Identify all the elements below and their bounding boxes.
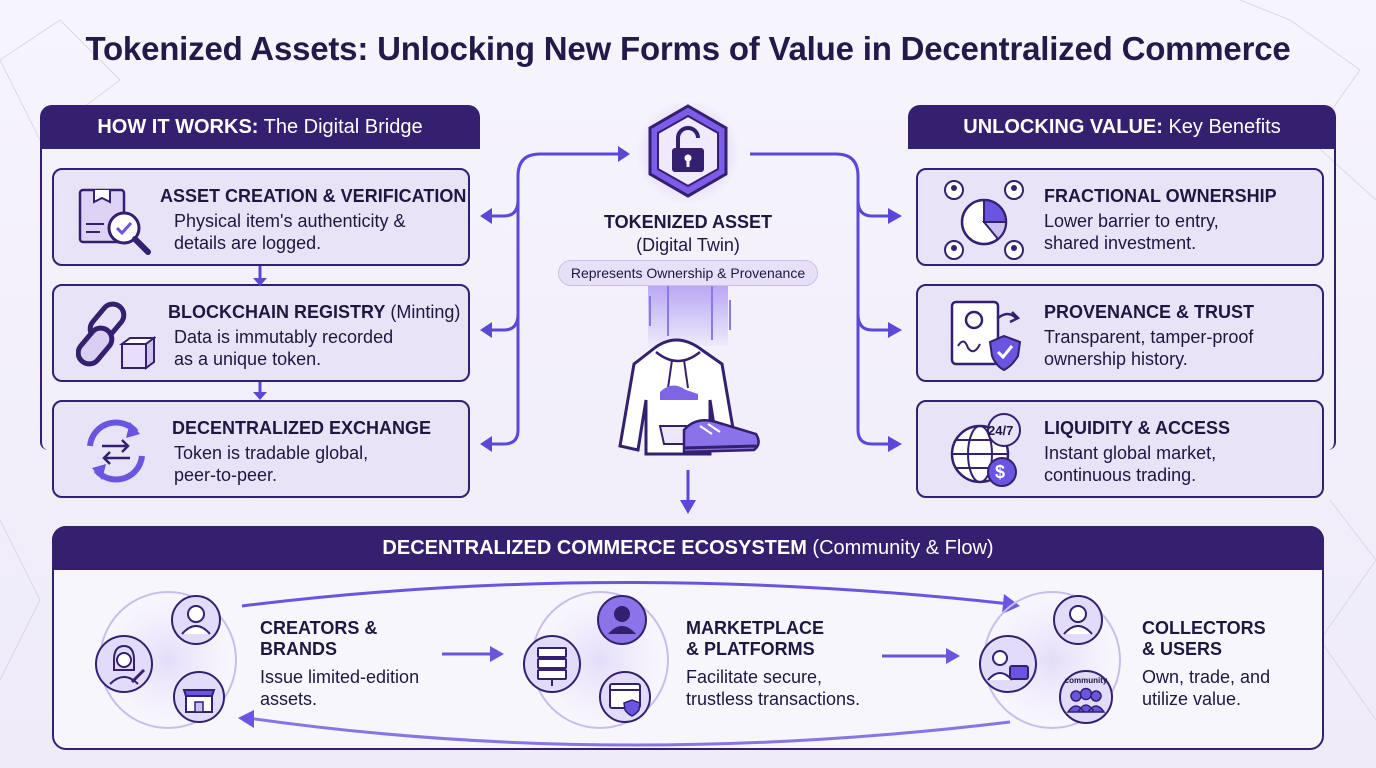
step-desc-line1: Token is tradable global,: [174, 443, 369, 463]
step-title: ASSET CREATION & VERIFICATION: [160, 186, 467, 206]
node-title-line1: COLLECTORS: [1142, 618, 1266, 638]
step-card-decentralized-exchange: DECENTRALIZED EXCHANGE Token is tradable…: [52, 400, 470, 498]
hoodie-sneaker-icon: [618, 338, 760, 456]
step-down-arrows: [253, 266, 267, 400]
right-panel-header: UNLOCKING VALUE: Key Benefits: [908, 105, 1336, 149]
step-desc-line2: peer-to-peer.: [174, 465, 278, 485]
center-title: TOKENIZED ASSET: [603, 212, 773, 232]
step-desc-line1: Data is immutably recorded: [174, 327, 394, 347]
node-desc-line1: Issue limited-edition: [260, 667, 420, 687]
ecosystem-node-collectors: COLLECTORS & USERS Own, trade, and utili…: [1142, 618, 1270, 710]
browser-shield-icon: [599, 671, 651, 723]
right-header-rest: Key Benefits: [1162, 116, 1281, 138]
creator-avatar-icon: [95, 635, 153, 693]
center-badge: Represents Ownership & Provenance: [558, 260, 818, 286]
benefit-desc-line2: shared investment.: [1044, 233, 1197, 253]
community-tag: community: [1064, 676, 1108, 685]
left-header-rest: The Digital Bridge: [258, 116, 423, 138]
person-icon: [1053, 595, 1103, 645]
left-panel-header: HOW IT WORKS: The Digital Bridge: [40, 105, 480, 149]
benefit-card-liquidity-access: 24/7 $ LIQUIDITY & ACCESS Instant global…: [916, 400, 1324, 498]
wallet-user-icon: [979, 635, 1037, 693]
benefit-desc-line2: continuous trading.: [1044, 465, 1197, 485]
step-card-blockchain-registry: BLOCKCHAIN REGISTRY (Minting) Data is im…: [52, 284, 470, 382]
node-title-line2: & PLATFORMS: [686, 639, 815, 659]
chain-link-icon: [76, 301, 156, 370]
node-desc-line1: Facilitate secure,: [686, 667, 823, 687]
ecosystem-header: DECENTRALIZED COMMERCE ECOSYSTEM (Commun…: [52, 526, 1324, 570]
step-title-main: BLOCKCHAIN REGISTRY: [168, 302, 386, 322]
step-title: DECENTRALIZED EXCHANGE: [172, 418, 432, 438]
pie-chart-people-icon: [944, 180, 1024, 260]
storefront-icon: [173, 671, 225, 723]
step-desc-line2: details are logged.: [174, 233, 322, 253]
community-group-icon: [1059, 670, 1113, 724]
node-desc-line2: utilize value.: [1142, 689, 1242, 709]
document-magnifier-icon: [78, 188, 151, 255]
left-header-bold: HOW IT WORKS:: [97, 116, 259, 138]
right-header-bold: UNLOCKING VALUE:: [963, 116, 1163, 138]
step-title-extra: (Minting): [385, 302, 461, 322]
user-circle-icon: [597, 595, 647, 645]
page-title: Tokenized Assets: Unlocking New Forms of…: [85, 30, 1291, 67]
dollar-sign-icon: $: [995, 462, 1006, 482]
benefit-title: PROVENANCE & TRUST: [1044, 302, 1255, 322]
unlocked-padlock-icon: [636, 100, 740, 204]
node-desc-line2: assets.: [260, 689, 318, 709]
node-title-line1: CREATORS &: [260, 618, 378, 638]
certificate-shield-icon: [950, 300, 1022, 372]
clock-24-7-badge: 24/7: [988, 423, 1014, 438]
ecosystem-node-creators: CREATORS & BRANDS Issue limited-edition …: [260, 618, 419, 710]
center-connectors: [480, 146, 902, 514]
person-icon: [171, 595, 221, 645]
ecosystem-node-marketplace: MARKETPLACE & PLATFORMS Facilitate secur…: [686, 618, 860, 710]
benefit-card-provenance-trust: PROVENANCE & TRUST Transparent, tamper-p…: [916, 284, 1324, 382]
step-card-asset-creation: ASSET CREATION & VERIFICATION Physical i…: [52, 168, 470, 266]
benefit-title: FRACTIONAL OWNERSHIP: [1044, 186, 1277, 206]
benefit-card-fractional-ownership: FRACTIONAL OWNERSHIP Lower barrier to en…: [916, 168, 1324, 266]
benefit-desc-line1: Lower barrier to entry,: [1044, 211, 1219, 231]
benefit-desc-line1: Instant global market,: [1044, 443, 1217, 463]
right-panel-frame: [908, 130, 1336, 450]
step-desc-line2: as a unique token.: [174, 349, 322, 369]
node-title-line2: & USERS: [1142, 639, 1223, 659]
digital-stripes: [649, 286, 731, 340]
node-title-line1: MARKETPLACE: [686, 618, 824, 638]
center-subtitle: (Digital Twin): [636, 235, 740, 255]
node-desc-line1: Own, trade, and: [1142, 667, 1271, 687]
benefit-title: LIQUIDITY & ACCESS: [1044, 418, 1231, 438]
light-beam: [648, 286, 728, 346]
node-title-line2: BRANDS: [260, 639, 338, 659]
benefit-desc-line2: ownership history.: [1044, 349, 1188, 369]
ecosystem-header-rest: (Community & Flow): [806, 537, 994, 559]
ecosystem-header-bold: DECENTRALIZED COMMERCE ECOSYSTEM: [382, 537, 807, 559]
server-icon: [523, 635, 581, 693]
step-title: BLOCKCHAIN REGISTRY (Minting): [168, 302, 460, 323]
globe-dollar-icon: [950, 413, 1021, 487]
step-desc-line1: Physical item's authenticity &: [174, 211, 406, 231]
exchange-arrows-icon: [87, 419, 145, 483]
left-panel-frame: [40, 130, 480, 450]
benefit-desc-line1: Transparent, tamper-proof: [1044, 327, 1254, 347]
node-desc-line2: trustless transactions.: [686, 689, 861, 709]
